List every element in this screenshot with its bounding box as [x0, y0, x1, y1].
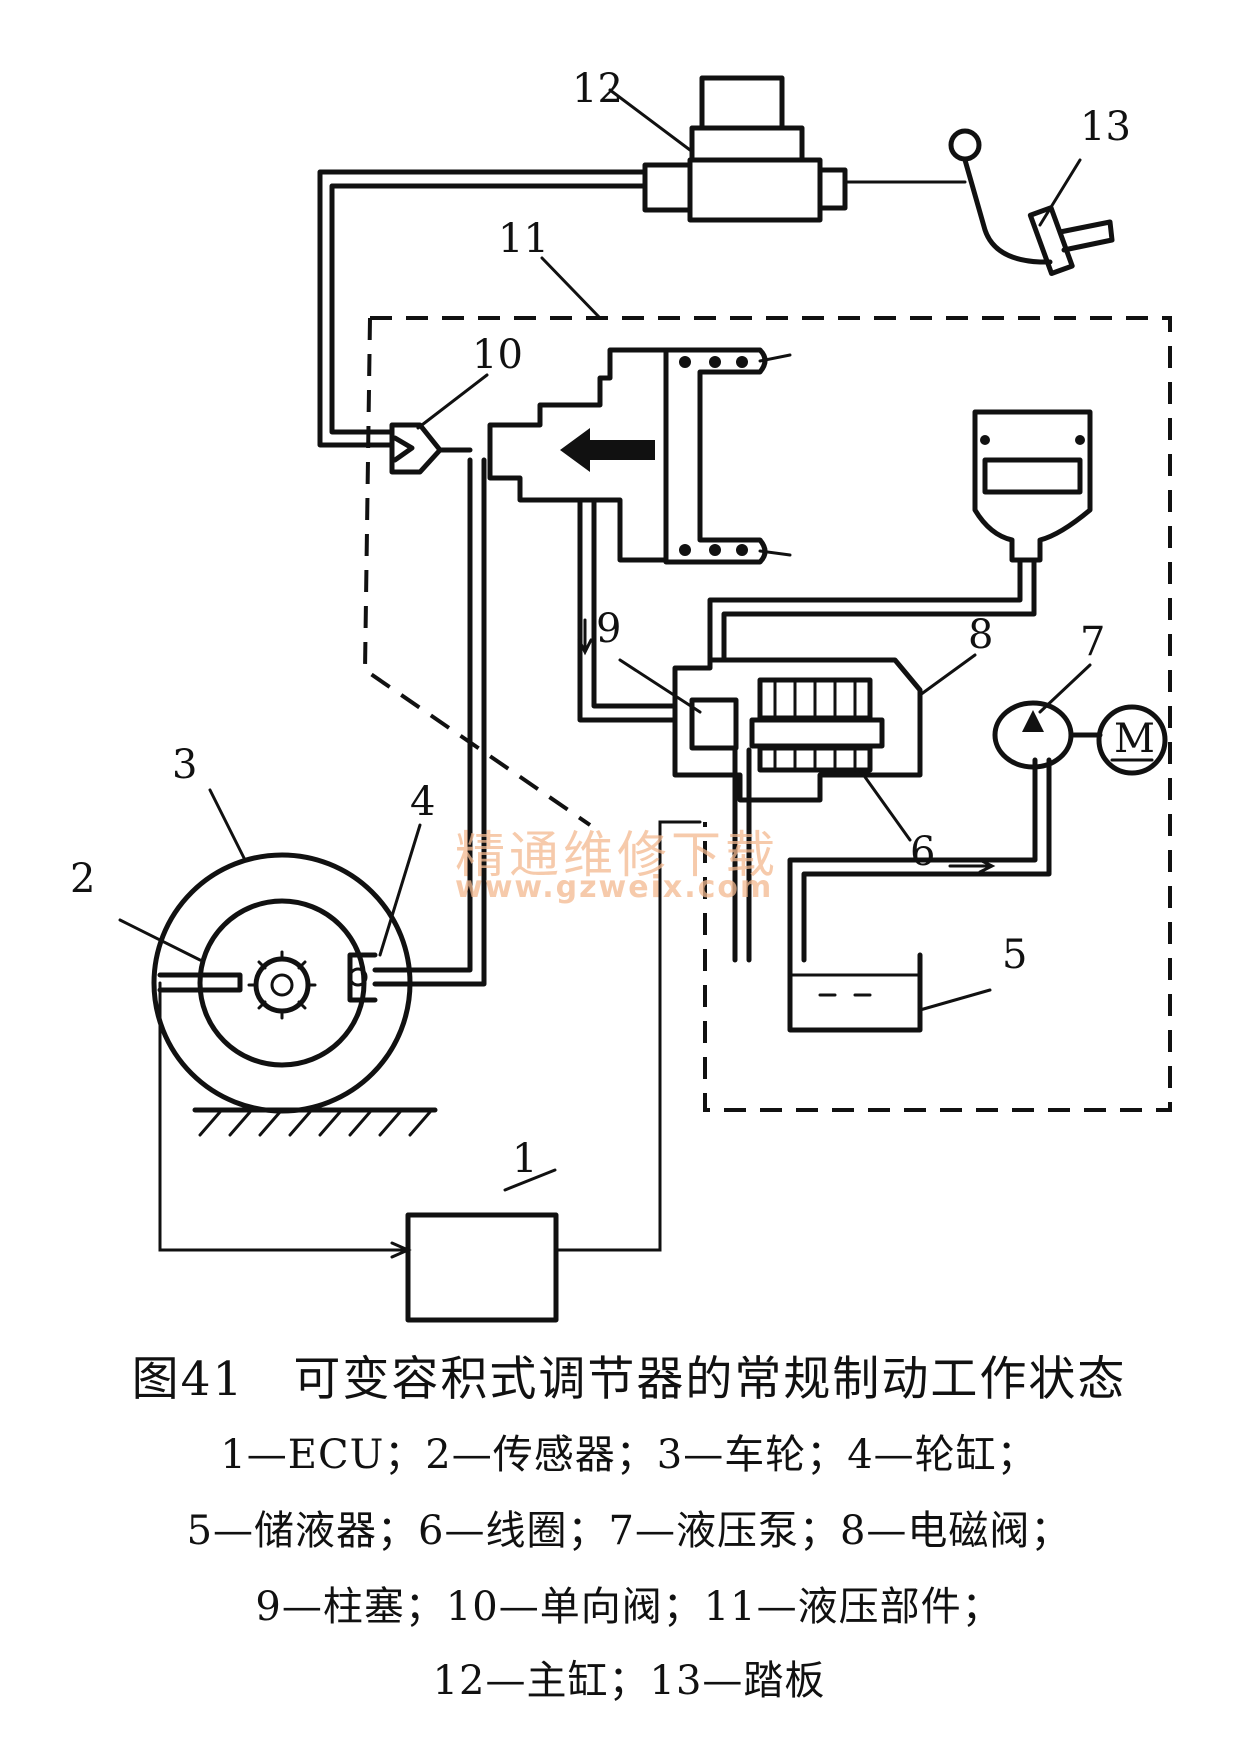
reservoir	[787, 952, 923, 1033]
master-cylinder	[642, 75, 967, 223]
callout-9: 9	[596, 606, 621, 652]
callout-7: 7	[1080, 619, 1105, 665]
wheel-cylinder	[347, 952, 378, 1003]
callout-2: 2	[70, 856, 95, 902]
accumulator	[972, 409, 1093, 563]
callout-6: 6	[910, 829, 935, 875]
callout-12: 12	[572, 66, 623, 112]
hydraulic-unit-boundary	[362, 316, 1172, 1112]
plunger	[689, 697, 739, 751]
callout-8: 8	[968, 612, 993, 658]
brake-pedal	[948, 128, 1115, 276]
legend-line-1: 1—ECU；2—传感器；3—车轮；4—轮缸；	[220, 1432, 1038, 1478]
tone-wheel	[247, 950, 317, 1020]
figure-caption: 图41 可变容积式调节器的常规制动工作状态	[131, 1352, 1127, 1407]
callout-3: 3	[172, 742, 197, 788]
legend-line-4: 12—主缸；13—踏板	[432, 1658, 826, 1704]
watermark-url: www.gzweix.com	[455, 870, 774, 905]
check-valve	[389, 422, 473, 475]
callout-10: 10	[472, 332, 523, 378]
callout-13: 13	[1080, 104, 1131, 150]
hydraulic-pump	[992, 700, 1103, 770]
motor: M	[1096, 704, 1168, 776]
callout-11: 11	[498, 216, 549, 262]
ecu-box	[405, 1212, 559, 1323]
wheel	[151, 852, 413, 1114]
wheel-speed-sensor	[157, 972, 243, 993]
watermark-text: 精通维修下载	[455, 826, 779, 884]
callout-4: 4	[410, 779, 435, 825]
solenoid-valve	[672, 657, 923, 803]
control-piston-housing	[487, 347, 792, 565]
legend-line-2: 5—储液器；6—线圈；7—液压泵；8—电磁阀；	[186, 1508, 1072, 1554]
callout-5: 5	[1002, 932, 1027, 978]
ground-hatch	[192, 1107, 438, 1137]
legend-line-3: 9—柱塞；10—单向阀；11—液压部件；	[255, 1584, 1003, 1630]
leader-lines	[118, 88, 1092, 1192]
motor-symbol: M	[1114, 716, 1155, 762]
callout-1: 1	[512, 1136, 537, 1182]
